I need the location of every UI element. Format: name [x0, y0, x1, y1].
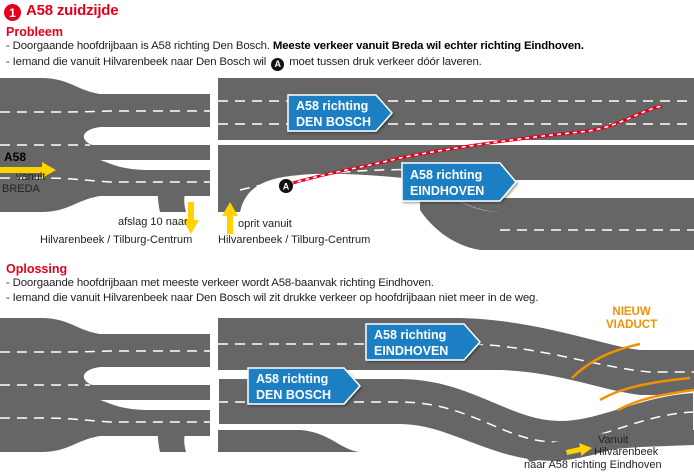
breda-label: BREDA — [2, 183, 40, 195]
exit-ramp-2 — [150, 410, 210, 452]
lane-marking — [0, 350, 210, 353]
vanuit-hilvarenbeek-1: Vanuit — [598, 434, 629, 446]
sign-den-bosch-d2-line2: DEN BOSCH — [256, 388, 331, 402]
oplossing-line-2: - Iemand die vanuit Hilvarenbeek naar De… — [6, 292, 539, 304]
road2-oprit — [218, 430, 360, 452]
arrow-afslag — [183, 202, 199, 234]
a58-label: A58 — [4, 150, 27, 164]
viaduct-edge — [571, 342, 641, 379]
arrow-oprit — [222, 202, 238, 234]
marker-a-label: A — [283, 182, 290, 192]
sign-eindhoven-d2 — [365, 323, 482, 361]
road2-left-gap-top — [83, 367, 210, 385]
road-left-gap-bottom — [100, 160, 210, 170]
oplossing-line-1: - Doorgaande hoofdrijbaan met meeste ver… — [6, 277, 434, 289]
lane-marking — [0, 177, 210, 183]
road-right-mid — [218, 145, 694, 160]
sign-eindhoven-d1-line1: A58 richting — [410, 168, 482, 182]
marker-a-badge: A — [271, 58, 285, 71]
oplossing-heading: Oplossing — [6, 262, 68, 276]
sign-eindhoven-d1-line2: EINDHOVEN — [410, 184, 484, 198]
oprit-label-2: Hilvarenbeek / Tilburg-Centrum — [218, 234, 371, 246]
arrow-breda — [0, 162, 56, 178]
viaduct-label-line2: VIADUCT — [606, 319, 658, 331]
diagram-1-roads — [0, 78, 694, 250]
road2-hilvarenbeek-ramp — [520, 430, 694, 462]
probleem-line-1-plain: - Doorgaande hoofdrijbaan is A58 richtin… — [6, 40, 273, 52]
sign-den-bosch-d1 — [287, 94, 394, 132]
section-number: 1 — [4, 4, 21, 21]
viaduct-edge — [599, 376, 691, 402]
road-right-branch — [420, 180, 694, 250]
probleem-heading: Probleem — [6, 25, 63, 39]
vanuit-hilvarenbeek-2: Hilvarenbeek — [594, 446, 659, 458]
probleem-line-2-post: moet tussen druk verkeer dóór laveren. — [286, 56, 482, 68]
sign-den-bosch-d2-line1: A58 richting — [256, 372, 328, 386]
page-title: A58 zuidzijde — [26, 2, 119, 19]
sign-eindhoven-d1 — [401, 162, 517, 202]
oprit-label-1: oprit vanuit — [238, 218, 292, 230]
viaduct-label-line1: NIEUW — [612, 306, 651, 318]
diagram-2-roads — [0, 318, 694, 464]
sign-den-bosch-d1-line2: DEN BOSCH — [296, 115, 371, 129]
exit-ramp — [150, 170, 210, 212]
viaduct-edge — [617, 388, 694, 412]
road-left-gap-top — [83, 127, 210, 145]
probleem-line-2: - Iemand die vanuit Hilvarenbeek naar De… — [6, 56, 482, 71]
arrow-vanuit-hilvarenbeek — [566, 443, 592, 456]
lane-marking — [0, 110, 210, 113]
lane-marking — [0, 417, 210, 423]
viaduct-label: NIEUW VIADUCT — [606, 306, 657, 332]
sign-eindhoven-d2-line2: EINDHOVEN — [374, 344, 448, 358]
route-line-a-dash — [281, 105, 663, 187]
probleem-line-2-pre: - Iemand die vanuit Hilvarenbeek naar De… — [6, 56, 270, 68]
vanuit-hilvarenbeek-3: naar A58 richting Eindhoven — [524, 459, 662, 471]
vanuit-label: vanuit — [16, 171, 46, 183]
afslag-label-1: afslag 10 naar — [118, 216, 188, 228]
road2-left-gap-bottom — [100, 400, 210, 410]
sign-eindhoven-d2-line1: A58 richting — [374, 328, 446, 342]
sign-den-bosch-d1-line1: A58 richting — [296, 99, 368, 113]
probleem-line-1: - Doorgaande hoofdrijbaan is A58 richtin… — [6, 40, 584, 52]
afslag-label-2: Hilvarenbeek / Tilburg-Centrum — [40, 234, 193, 246]
sign-den-bosch-d2 — [247, 367, 362, 405]
marker-a-circle — [279, 179, 293, 193]
probleem-line-1-bold: Meeste verkeer vanuit Breda wil echter r… — [272, 40, 584, 52]
